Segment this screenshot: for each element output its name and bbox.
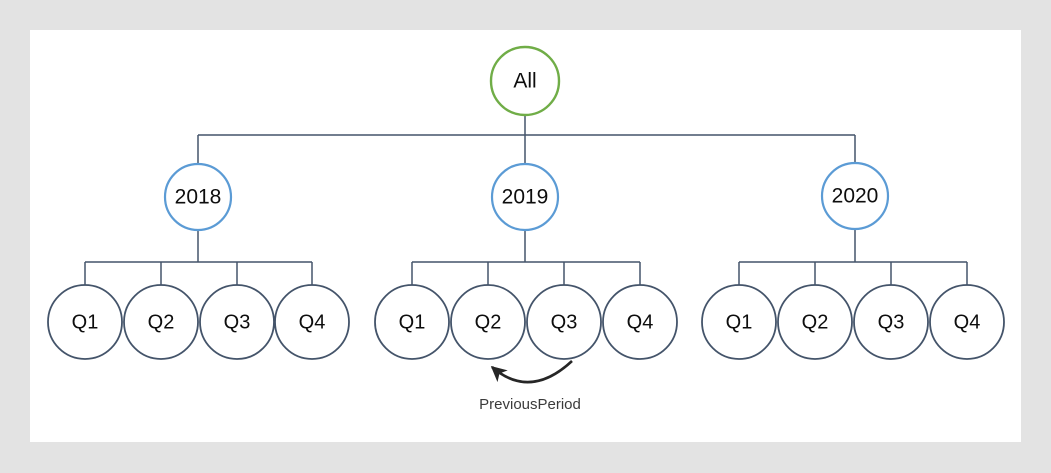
node-2019-q3[interactable]: Q3: [526, 284, 602, 360]
connector-root-to-years: [197, 115, 856, 164]
node-2020-q3[interactable]: Q3: [853, 284, 929, 360]
node-2019-q1-circle: [374, 284, 450, 360]
node-2019-q3-circle: [526, 284, 602, 360]
previous-period-arrow-icon: [490, 360, 573, 384]
node-2018-q3-label: Q3: [224, 311, 251, 333]
node-2020-q4-label: Q4: [954, 311, 981, 333]
node-2018-q1-label: Q1: [72, 311, 99, 333]
node-2020-q1-circle: [701, 284, 777, 360]
node-2020[interactable]: 2020: [820, 161, 890, 231]
node-2019-q3-label: Q3: [551, 311, 578, 333]
node-2019[interactable]: 2019: [490, 162, 560, 232]
connector-2018-to-quarters: [84, 230, 313, 285]
node-2020-q4[interactable]: Q4: [929, 284, 1005, 360]
node-2019-label: 2019: [502, 186, 549, 209]
node-2018-q2[interactable]: Q2: [123, 284, 199, 360]
node-2018-q2-label: Q2: [148, 311, 175, 333]
node-2018-label: 2018: [175, 186, 222, 209]
previous-period-label: PreviousPeriod: [479, 396, 581, 413]
node-2020-q2-label: Q2: [802, 311, 829, 333]
node-2018-q4[interactable]: Q4: [274, 284, 350, 360]
node-2018-q1-circle: [47, 284, 123, 360]
node-2018-q3[interactable]: Q3: [199, 284, 275, 360]
node-2020-q1-label: Q1: [726, 311, 753, 333]
node-2018-q4-circle: [274, 284, 350, 360]
node-2019-q2-label: Q2: [475, 311, 502, 333]
node-2019-q1-label: Q1: [399, 311, 426, 333]
node-2020-q3-label: Q3: [878, 311, 905, 333]
node-2018[interactable]: 2018: [163, 162, 233, 232]
node-2020-q2[interactable]: Q2: [777, 284, 853, 360]
node-2019-q2[interactable]: Q2: [450, 284, 526, 360]
node-2020-q4-circle: [929, 284, 1005, 360]
node-2020-q3-circle: [853, 284, 929, 360]
node-2019-circle: [490, 162, 560, 232]
node-all[interactable]: All: [489, 45, 561, 117]
node-2018-q3-circle: [199, 284, 275, 360]
node-2018-circle: [163, 162, 233, 232]
node-2018-q1[interactable]: Q1: [47, 284, 123, 360]
connector-2020-to-quarters: [738, 229, 968, 285]
annotation-previous-period: PreviousPeriod: [479, 360, 581, 413]
node-2018-q4-label: Q4: [299, 311, 326, 333]
node-2019-q4-label: Q4: [627, 311, 654, 333]
node-all-label: All: [513, 70, 536, 93]
node-2020-circle: [820, 161, 890, 231]
connector-2019-to-quarters: [411, 230, 641, 285]
node-all-circle: [489, 45, 561, 117]
node-2020-q2-circle: [777, 284, 853, 360]
node-2018-q2-circle: [123, 284, 199, 360]
node-2020-q1[interactable]: Q1: [701, 284, 777, 360]
node-2019-q2-circle: [450, 284, 526, 360]
node-2019-q4[interactable]: Q4: [602, 284, 678, 360]
node-2019-q4-circle: [602, 284, 678, 360]
node-2019-q1[interactable]: Q1: [374, 284, 450, 360]
node-2020-label: 2020: [832, 185, 879, 208]
